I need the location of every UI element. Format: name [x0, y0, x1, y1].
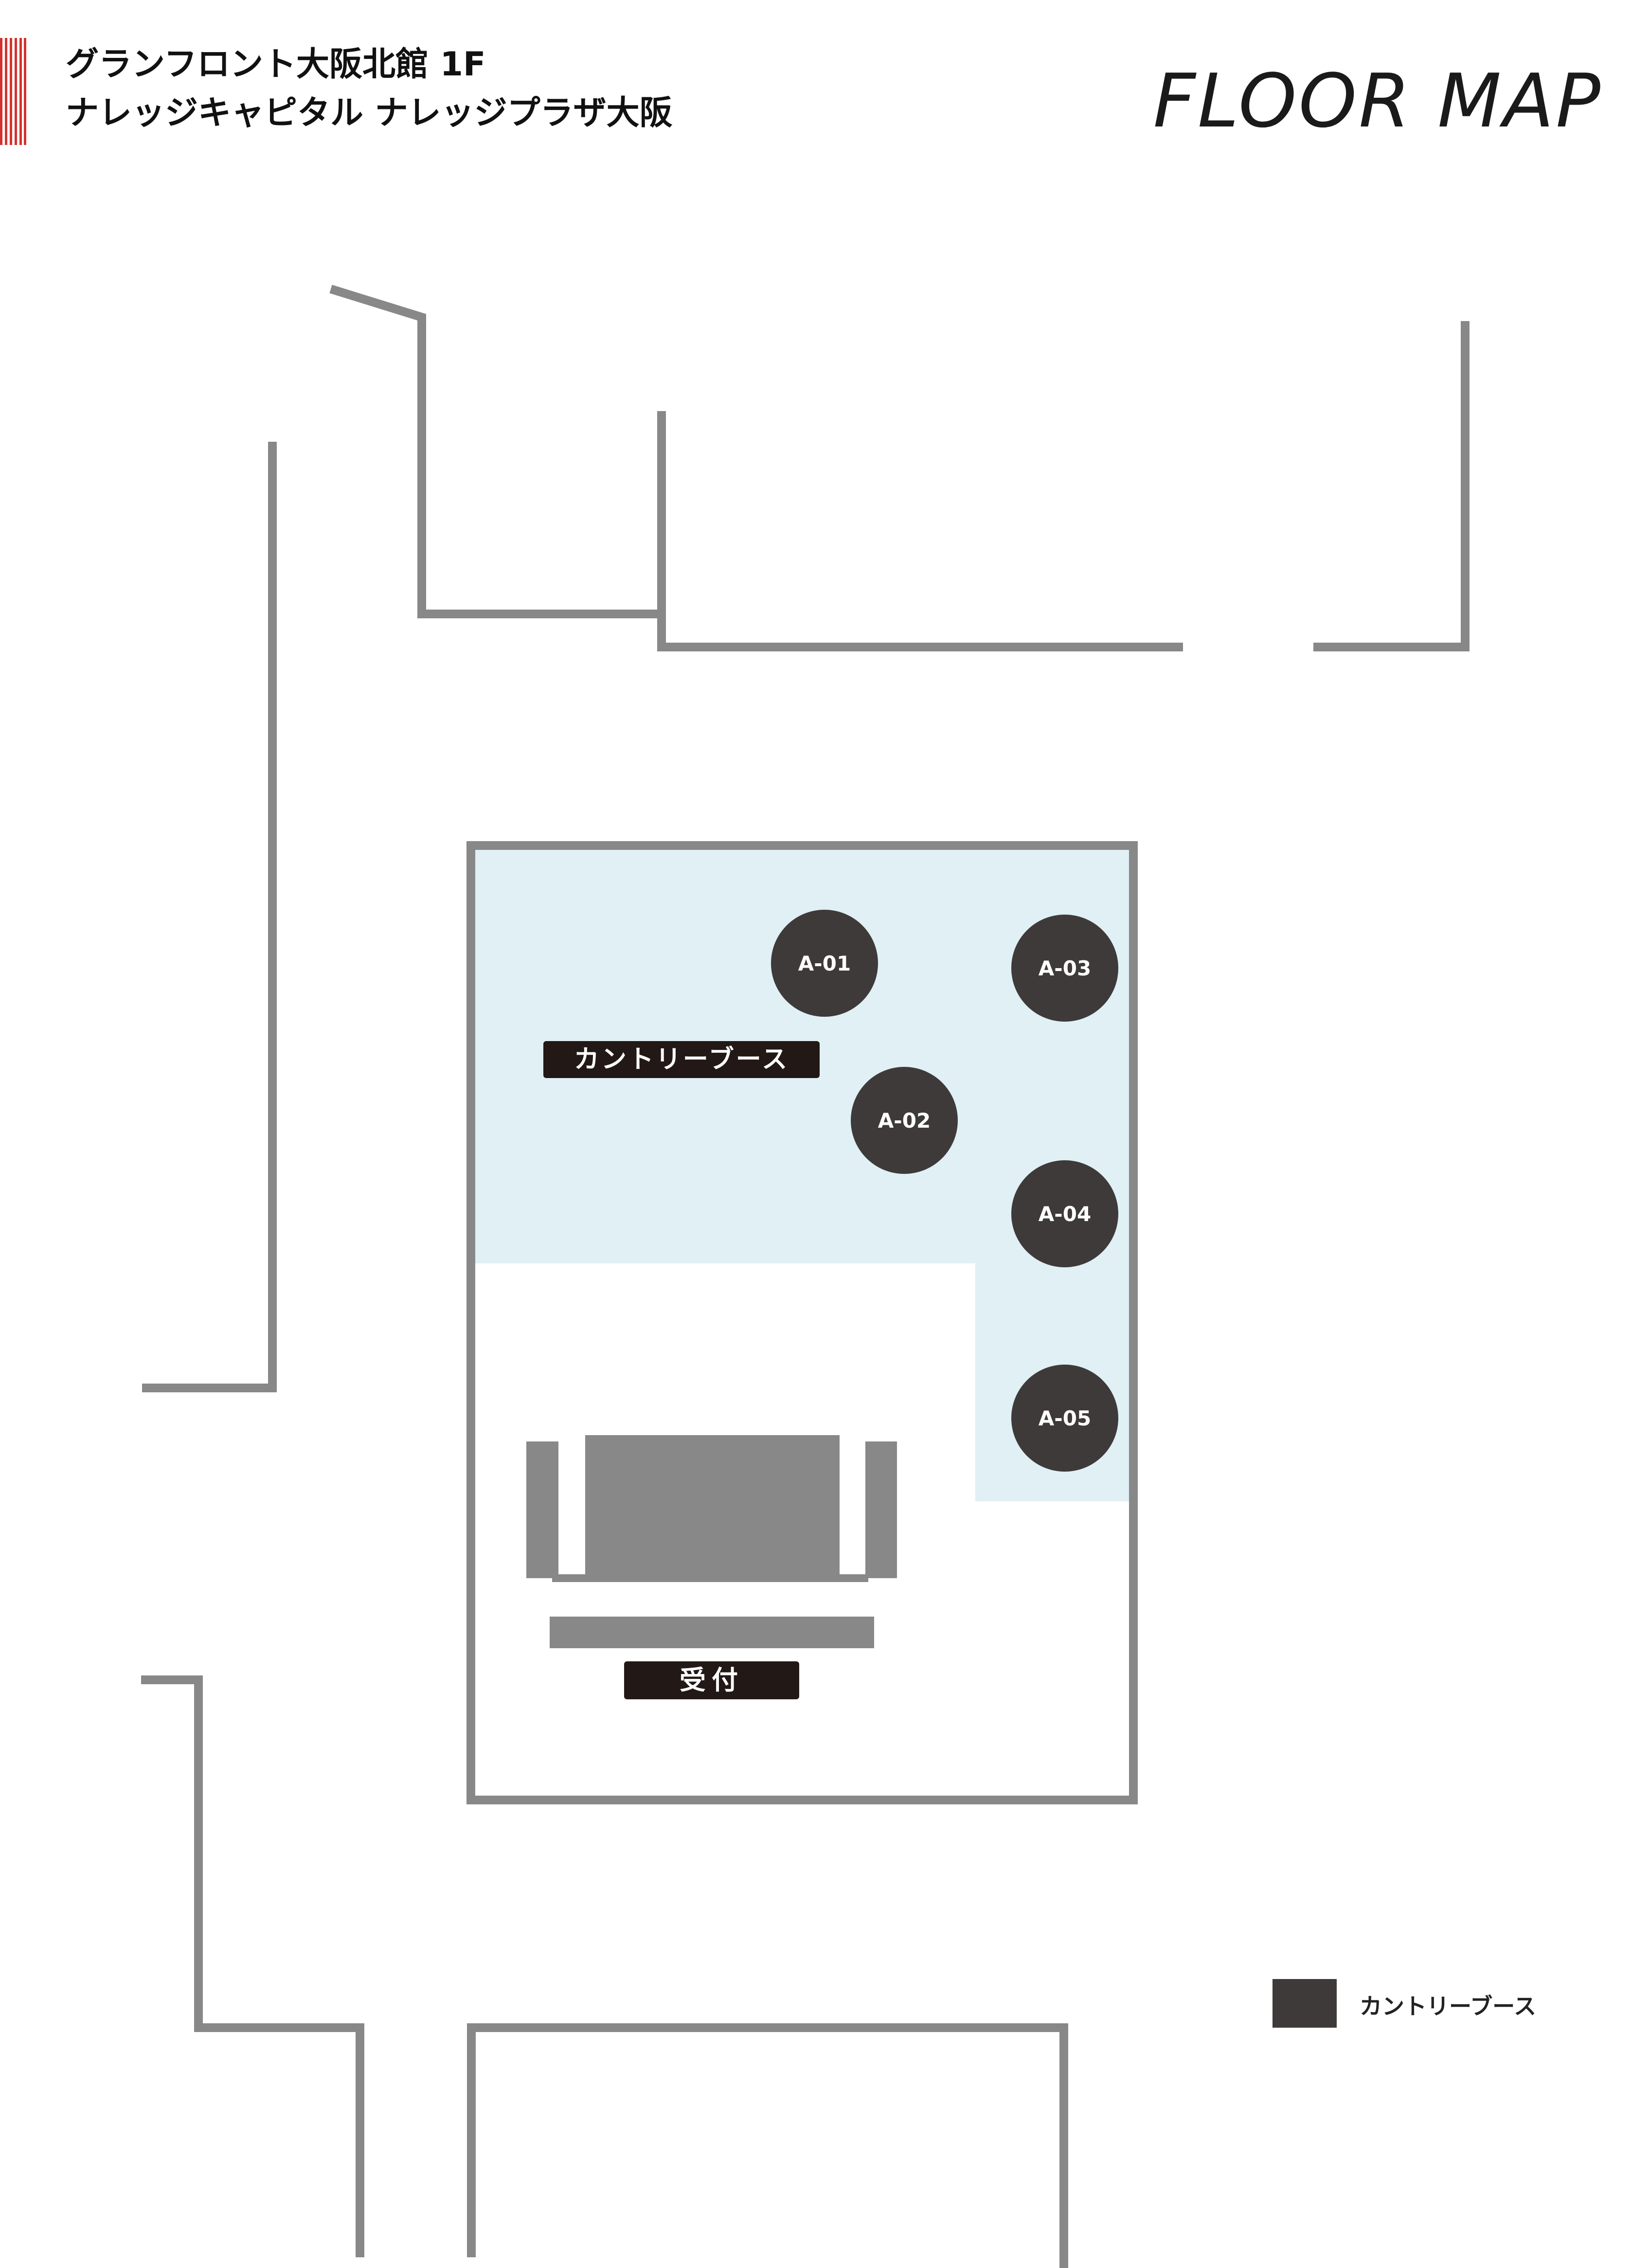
booth-label[interactable]: A-04 [1038, 1202, 1092, 1226]
country-booth-label: カントリーブース [543, 1041, 820, 1078]
legend-swatch [1273, 1979, 1337, 2028]
chair-right [865, 1441, 897, 1578]
booth-a-05 [1011, 1365, 1118, 1472]
booth-label[interactable]: A-01 [798, 951, 851, 975]
wall-segment [657, 411, 1183, 651]
booth-label[interactable]: A-02 [878, 1108, 931, 1133]
booth-label[interactable]: A-03 [1038, 956, 1092, 980]
reception-label: 受付 [624, 1661, 799, 1699]
wall-segment [329, 285, 662, 618]
sofa-base [552, 1574, 868, 1582]
venue-name: グランフロント大阪北館 1F [66, 45, 486, 84]
map-title: FLOOR MAP [1153, 58, 1602, 144]
sofa-body [585, 1435, 840, 1576]
wall-segment [141, 1675, 364, 2257]
country-booth-area [471, 846, 1133, 1501]
corridor-walls [141, 285, 1470, 2268]
booth-a-03 [1011, 915, 1118, 1022]
wall-segment [467, 2023, 1068, 2268]
wall-segment [142, 442, 277, 1392]
booth-a-04 [1011, 1160, 1118, 1267]
reception-furniture [526, 1435, 897, 1648]
booth-a-01 [771, 910, 878, 1017]
reception-counter [550, 1617, 874, 1648]
booths [771, 910, 1118, 1472]
legend-label: カントリーブース [1360, 1993, 1536, 2019]
chair-left [526, 1441, 558, 1578]
venue-subname: ナレッジキャピタル ナレッジプラザ大阪 [66, 94, 673, 132]
wall-segment [1313, 321, 1470, 651]
header-accent-stripes [0, 38, 26, 145]
hall-outline [466, 841, 1138, 1804]
booth-label[interactable]: A-05 [1038, 1406, 1092, 1430]
booth-a-02 [851, 1067, 958, 1174]
